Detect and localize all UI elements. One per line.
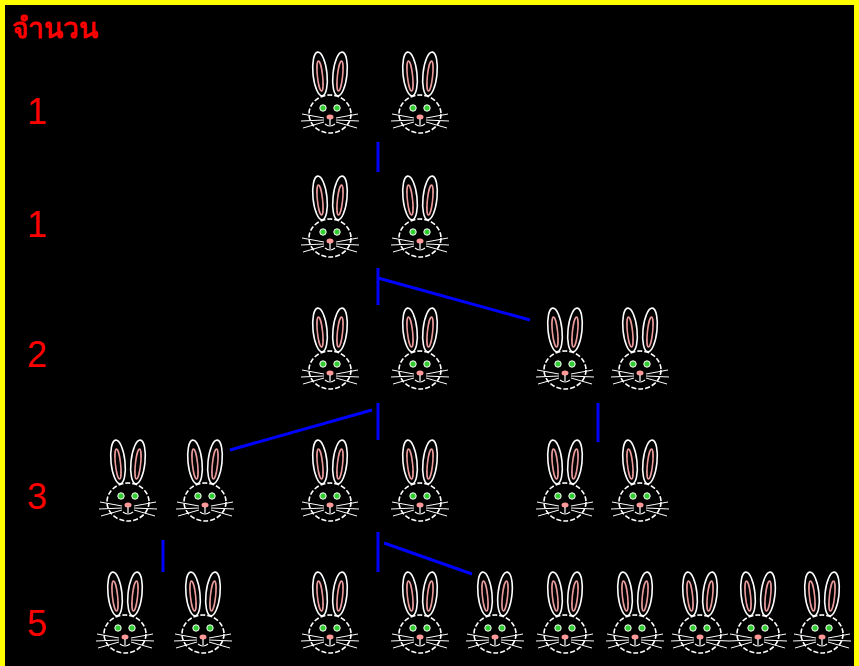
rabbit-head	[391, 571, 449, 653]
rabbit-head	[391, 307, 449, 389]
rabbit-head	[536, 439, 594, 521]
rabbit-head	[301, 439, 359, 521]
rabbit-head	[99, 439, 157, 521]
count-number: 2	[27, 335, 47, 375]
family-line	[162, 540, 165, 572]
family-line	[377, 268, 380, 305]
rabbit-head	[391, 439, 449, 521]
rabbits	[96, 51, 851, 653]
family-line	[377, 532, 380, 572]
rabbit-head	[301, 571, 359, 653]
rabbit-head	[391, 175, 449, 257]
count-number: 5	[27, 604, 47, 644]
column-heading: จำนวน	[12, 14, 98, 45]
count-number: 1	[27, 92, 47, 132]
family-lines	[163, 142, 598, 574]
rabbit-head	[729, 571, 787, 653]
family-line	[230, 410, 372, 450]
rabbit-head	[611, 439, 669, 521]
rabbit-head	[301, 175, 359, 257]
rabbit-head	[176, 439, 234, 521]
rabbit-head	[96, 571, 154, 653]
count-number: 1	[27, 205, 47, 245]
rabbit-head	[671, 571, 729, 653]
rabbit-head	[174, 571, 232, 653]
family-line	[378, 278, 530, 320]
rabbit-head	[466, 571, 524, 653]
count-number: 3	[27, 477, 47, 517]
family-line	[377, 142, 380, 172]
rabbit-head	[391, 51, 449, 133]
rabbit-head	[611, 307, 669, 389]
rabbit-head	[301, 307, 359, 389]
family-line	[597, 403, 600, 442]
family-line	[384, 543, 472, 574]
rabbit-head	[793, 571, 851, 653]
rabbit-head	[301, 51, 359, 133]
family-line	[377, 403, 380, 440]
rabbit-head	[606, 571, 664, 653]
rabbit-head	[536, 307, 594, 389]
rabbit-head	[536, 571, 594, 653]
